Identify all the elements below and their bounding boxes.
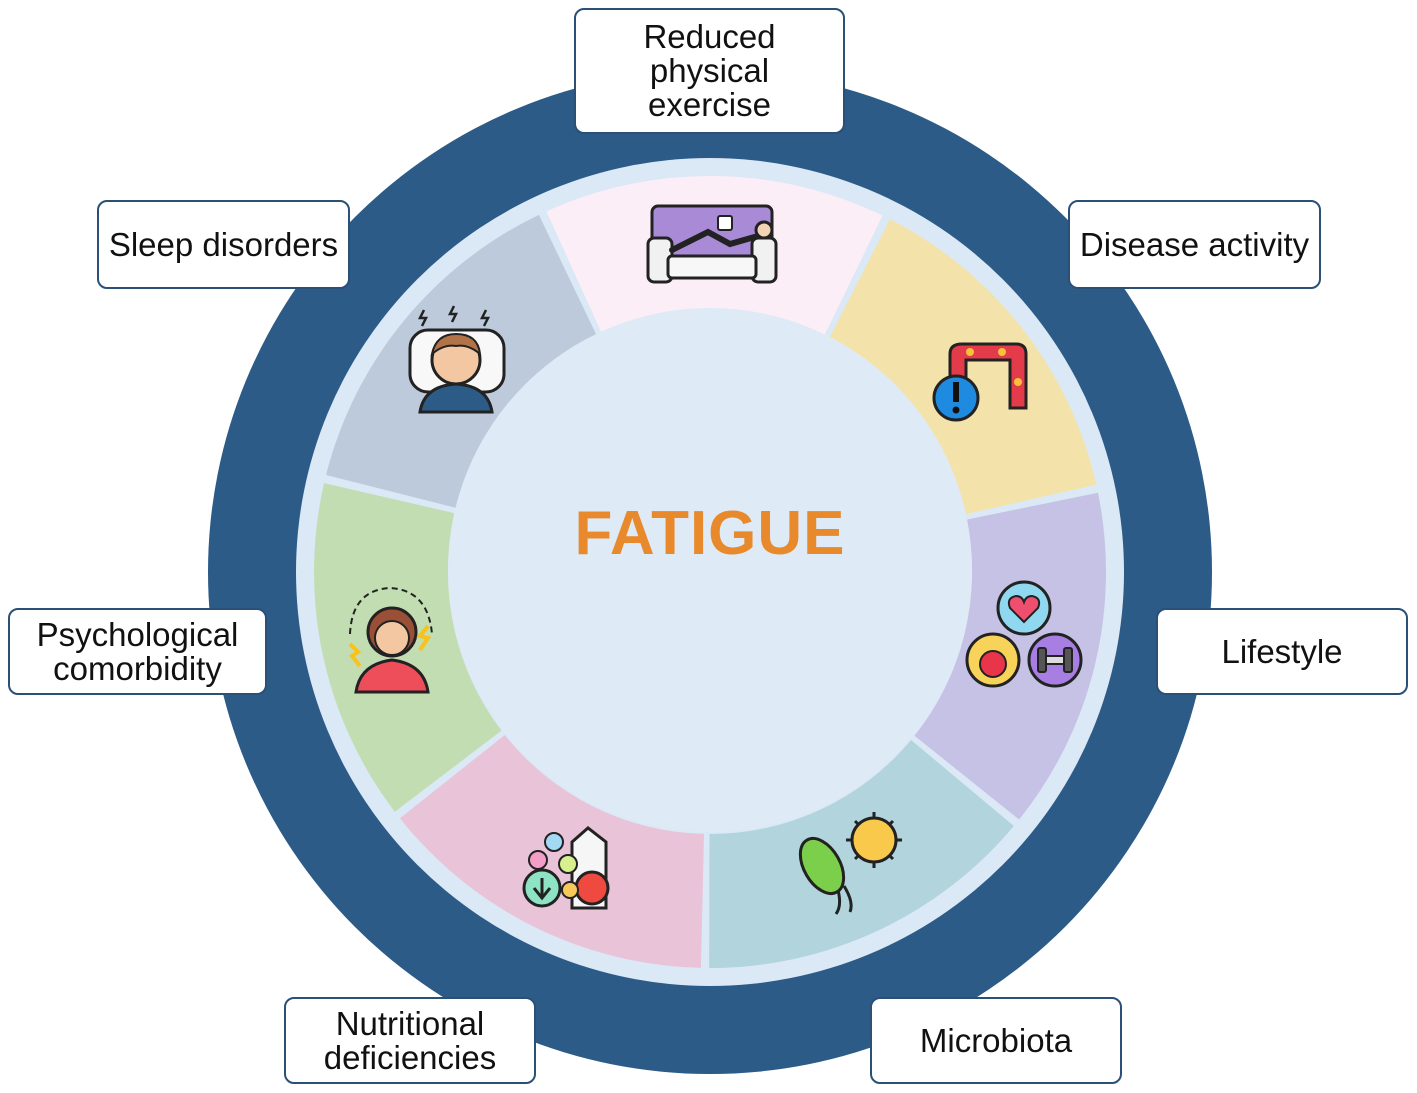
label-reduced-physical-exercise: Reduced physical exercise	[574, 8, 845, 134]
label-nutritional-deficiencies: Nutritional deficiencies	[284, 997, 536, 1084]
heart-apple-dumbbell-icon	[965, 580, 1083, 688]
sleepless-person-pillow-icon	[408, 305, 506, 414]
label-psychological-comorbidity: Psychological comorbidity	[8, 608, 267, 695]
vitamins-milk-apple-icon	[522, 826, 610, 910]
label-sleep-disorders: Sleep disorders	[97, 200, 350, 289]
label-disease-activity: Disease activity	[1068, 200, 1321, 289]
inflamed-colon-alert-icon	[932, 342, 1028, 422]
couch-lying-person-icon	[646, 204, 778, 284]
label-lifestyle: Lifestyle	[1156, 608, 1408, 695]
stressed-woman-icon	[348, 586, 433, 694]
bacteria-virus-icon	[798, 812, 902, 915]
label-microbiota: Microbiota	[870, 997, 1122, 1084]
center-title-fatigue: FATIGUE	[574, 498, 846, 568]
center-disc	[448, 308, 972, 832]
